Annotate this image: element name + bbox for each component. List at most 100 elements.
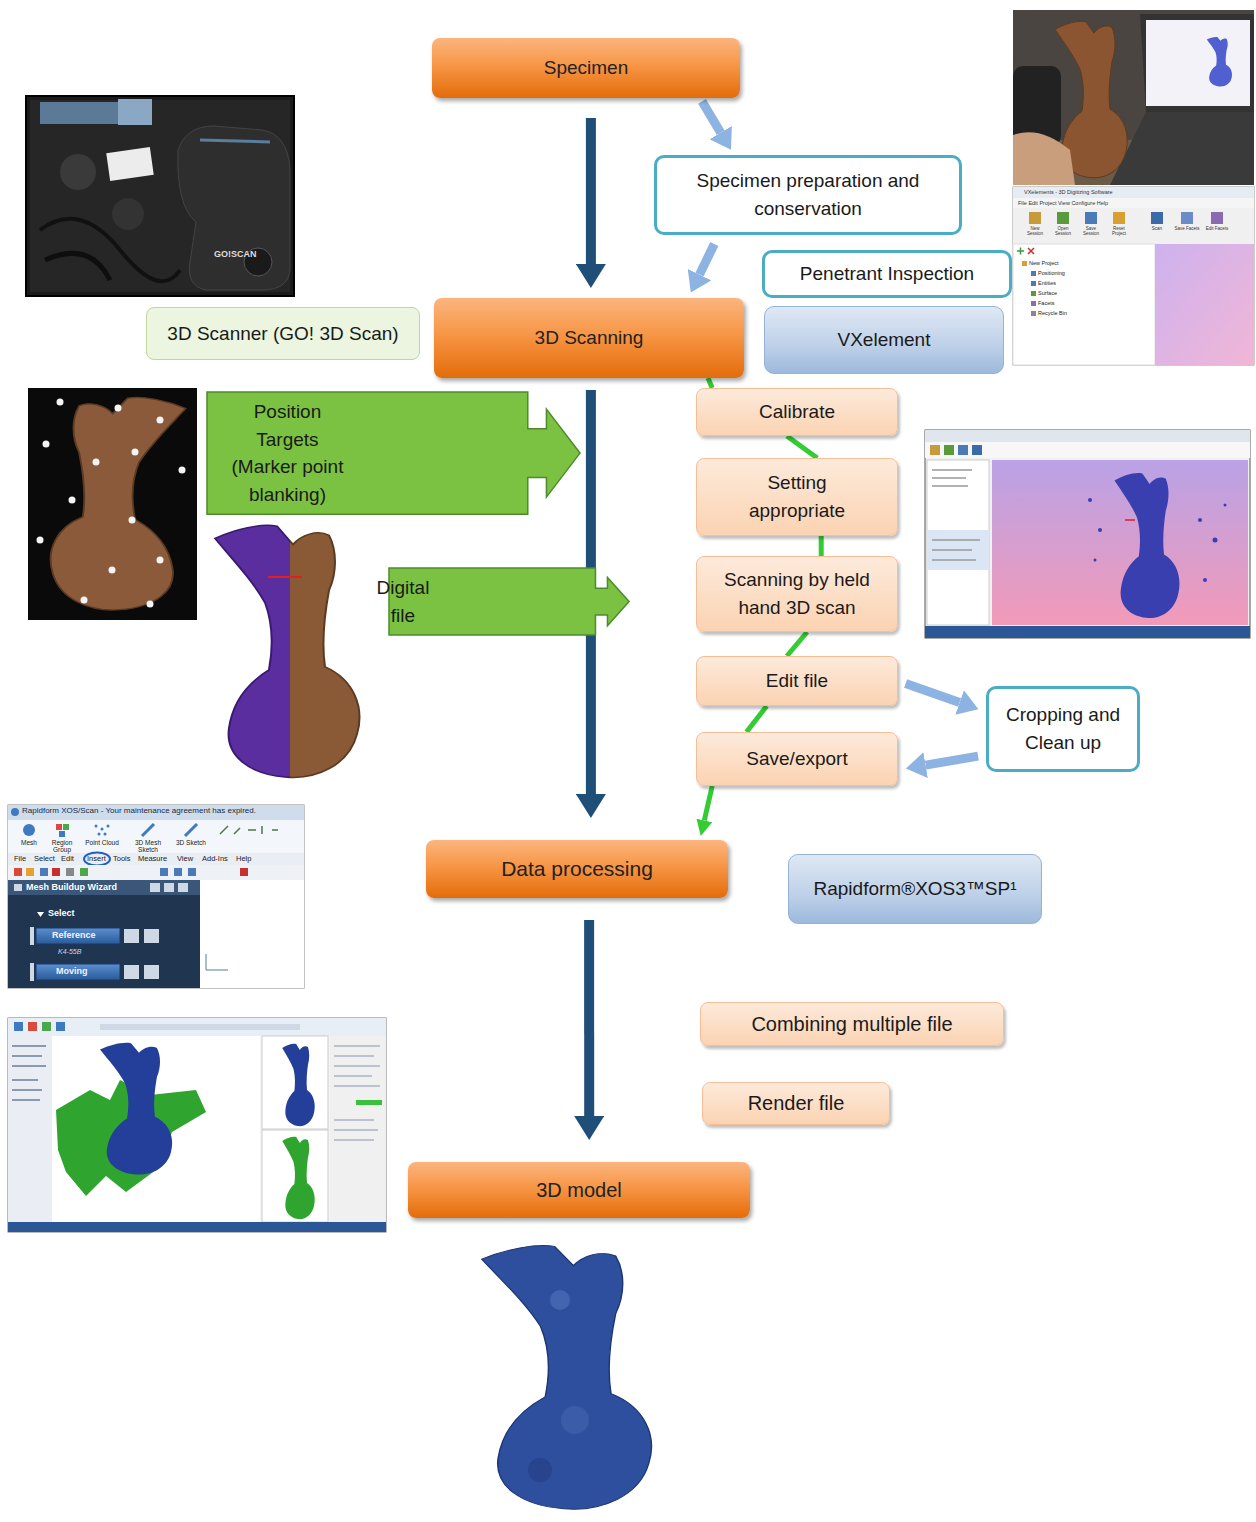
ribbon-label: Point Cloud	[80, 839, 124, 846]
scan-screenshot	[1115, 473, 1180, 618]
rapidform-screenshot	[164, 883, 174, 892]
flow-arrow	[700, 244, 715, 275]
vxelements-screenshot	[1031, 271, 1036, 276]
scan-screenshot	[1224, 504, 1227, 507]
rapidform-screenshot	[8, 880, 200, 895]
rapidform-screenshot	[178, 883, 188, 892]
vxelements-screenshot	[1013, 244, 1155, 365]
box-label: Cropping and Clean up	[1003, 701, 1123, 756]
mesh-alignment-screenshot	[282, 1044, 314, 1126]
rapidform-screenshot	[52, 868, 60, 876]
ribbon-label: 3D Sketch	[174, 839, 208, 846]
window-title: Rapidform XOS/Scan - Your maintenance ag…	[22, 807, 256, 816]
half-scanned-bone	[290, 525, 359, 777]
scanner-kit-photo	[26, 96, 294, 296]
scanner-kit-photo	[45, 253, 110, 280]
note-box: Specimen preparation and conservation	[654, 155, 962, 235]
rapidform-screenshot	[240, 868, 248, 876]
scan-screenshot	[992, 460, 1248, 625]
vxelements-screenshot	[1031, 281, 1036, 286]
box-label: Scanning by held hand 3D scan	[721, 566, 873, 621]
menu-bar: File Edit Project View Configure Help	[1018, 200, 1108, 206]
box-label: 3D Scanning	[535, 324, 644, 352]
mesh-alignment-screenshot	[28, 1022, 37, 1031]
menu-item: Add-Ins	[202, 855, 228, 863]
mesh-alignment-screenshot	[282, 1137, 314, 1219]
flow-arrow	[586, 118, 596, 264]
note-box: Cropping and Clean up	[986, 686, 1140, 772]
scanner-kit-photo	[200, 140, 270, 142]
fossil-photo	[81, 597, 88, 604]
menu-item: View	[177, 855, 193, 863]
vxelements-screenshot	[1151, 212, 1163, 224]
rapidform-screenshot	[107, 825, 110, 828]
rapidform-screenshot	[220, 826, 278, 834]
scanner-kit-photo	[40, 219, 180, 282]
tree-item: Positioning	[1038, 270, 1065, 276]
scanning-photo	[1207, 37, 1232, 86]
box-label: Specimen preparation and conservation	[671, 167, 945, 222]
scanner-kit-photo	[26, 96, 294, 296]
rapidform-screenshot	[40, 868, 48, 876]
mesh-alignment-screenshot	[8, 1018, 386, 1036]
rapidform-screenshot	[144, 965, 159, 979]
final-3d-model	[528, 1458, 552, 1482]
rapidform-screenshot	[142, 824, 154, 836]
rapidform-screenshot	[174, 868, 182, 876]
rapidform-screenshot	[8, 865, 304, 880]
scan-screenshot	[932, 470, 980, 560]
rapidform-screenshot	[59, 831, 65, 837]
rapidform-screenshot	[37, 912, 44, 917]
fossil-photo	[69, 497, 76, 504]
rapidform-screenshot	[14, 884, 22, 891]
tree-item: Facets	[1038, 300, 1055, 306]
toolbar-label: New Session	[1022, 227, 1048, 237]
mesh-alignment-screenshot	[262, 1036, 328, 1129]
rapidform-screenshot	[66, 868, 74, 876]
mesh-alignment-screenshot	[14, 1022, 23, 1031]
step-box: Render file	[702, 1082, 890, 1125]
scan-screenshot	[1094, 559, 1097, 562]
mesh-alignment-screenshot	[52, 1036, 260, 1222]
box-label: Data processing	[501, 854, 653, 884]
scan-screenshot	[925, 430, 1250, 638]
callout-arrow: Position Targets (Marker point blanking)	[207, 392, 580, 514]
mesh-alignment-screenshot	[56, 1022, 65, 1031]
scan-screenshot	[930, 445, 940, 455]
scanner-kit-photo	[30, 100, 290, 292]
field-value: K4-55B	[58, 948, 81, 956]
rapidform-screenshot	[36, 964, 120, 980]
rapidform-screenshot	[14, 868, 22, 876]
rapidform-screenshot	[56, 824, 62, 830]
mesh-alignment-screenshot	[12, 1046, 46, 1100]
mesh-alignment-screenshot	[356, 1100, 382, 1105]
rapidform-screenshot	[23, 824, 35, 836]
rapidform-screenshot	[84, 853, 110, 866]
fossil-photo	[115, 405, 122, 412]
fossil-photo	[57, 399, 64, 406]
fossil-photo	[109, 567, 116, 574]
menu-item: Insert	[87, 855, 106, 863]
scanner-kit-photo	[118, 99, 152, 125]
box-label: 3D model	[536, 1176, 622, 1205]
workflow-line	[708, 378, 712, 388]
ribbon-label: Mesh	[14, 839, 44, 846]
menu-item: Tools	[113, 855, 131, 863]
fossil-photo	[179, 467, 186, 474]
half-scanned-bone	[290, 525, 359, 777]
mesh-alignment-screenshot	[8, 1222, 386, 1232]
vxelements-screenshot	[1113, 212, 1125, 224]
fossil-photo	[51, 397, 186, 610]
rapidform-screenshot	[95, 825, 98, 828]
rapidform-screenshot	[188, 868, 196, 876]
vxelements-screenshot	[1013, 187, 1254, 198]
rapidform-screenshot	[8, 880, 200, 988]
vxelements-screenshot	[1031, 311, 1036, 316]
rapidform-screenshot	[200, 880, 304, 988]
final-3d-model	[482, 1246, 652, 1510]
vxelements-screenshot	[1013, 198, 1254, 208]
software-box: Rapidform®XOS3™SP¹	[788, 854, 1042, 924]
workflow-line	[819, 536, 824, 556]
step-box: Calibrate	[696, 388, 898, 436]
vxelements-screenshot	[1013, 187, 1254, 365]
